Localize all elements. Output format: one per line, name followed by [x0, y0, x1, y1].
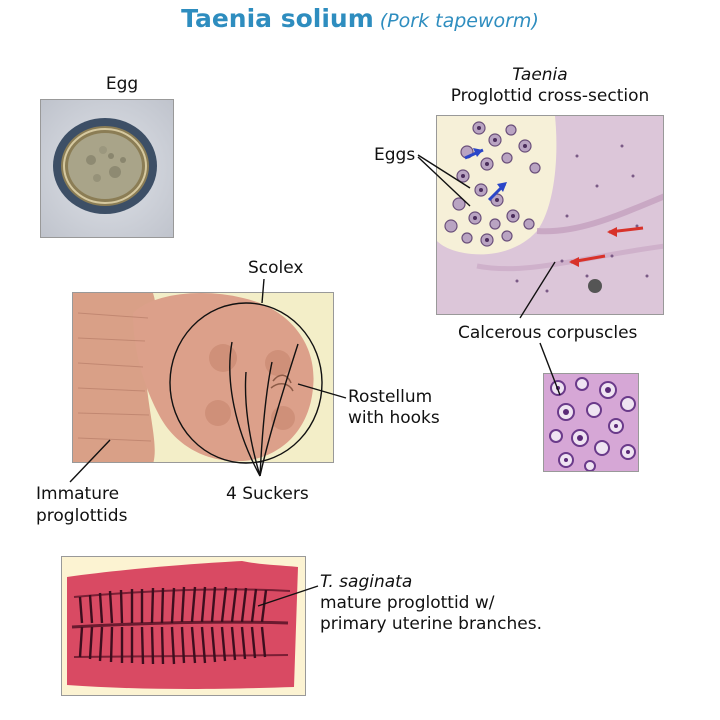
cross-section-label: Proglottid cross-section: [450, 86, 650, 106]
immature-proglottids-label-line1: Immature: [36, 484, 120, 504]
page-title: Taenia solium(Pork tapeworm): [0, 4, 720, 33]
four-suckers-label: 4 Suckers: [226, 484, 309, 504]
saginata-label-line3: primary uterine branches.: [320, 614, 542, 634]
saginata-proglottid-micrograph: [61, 556, 306, 696]
rostellum-label-line2: with hooks: [348, 408, 440, 428]
eggs-label: Eggs: [374, 145, 416, 165]
saginata-label-line1: T. saginata: [320, 572, 413, 592]
cross-section-micrograph: [436, 115, 664, 315]
calcerous-corpuscles-label: Calcerous corpuscles: [458, 323, 638, 343]
immature-proglottids-label-line2: proglottids: [36, 506, 128, 526]
corpuscles-micrograph: [543, 373, 639, 472]
rostellum-label-line1: Rostellum: [348, 387, 433, 407]
title-main: Taenia solium: [181, 4, 374, 33]
scolex-label: Scolex: [248, 258, 304, 278]
saginata-label-line2: mature proglottid w/: [320, 593, 495, 613]
title-subtitle: (Pork tapeworm): [379, 10, 539, 32]
egg-micrograph: [40, 99, 174, 238]
taenia-label: Taenia: [512, 65, 568, 85]
scolex-micrograph: [72, 292, 334, 463]
egg-label: Egg: [105, 74, 139, 94]
